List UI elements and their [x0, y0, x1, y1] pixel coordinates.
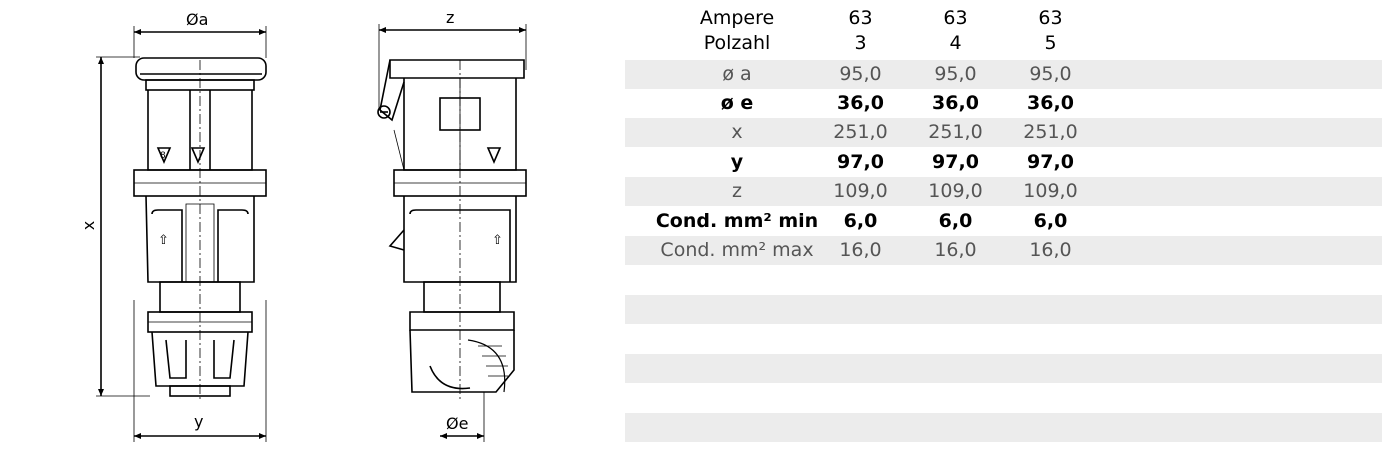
row-label: Cond. mm² min — [655, 210, 819, 232]
technical-drawing: 8 ⇧ — [0, 0, 620, 472]
row-value: 109,0 — [833, 180, 888, 202]
row-value: 109,0 — [928, 180, 983, 202]
svg-text:⇧: ⇧ — [492, 233, 503, 248]
side-lid — [389, 59, 525, 79]
table-header-polzahl: Polzahl 3 4 5 — [625, 29, 1382, 58]
row-value: 97,0 — [1027, 151, 1074, 173]
row-value: 6,0 — [843, 210, 878, 232]
table-header-ampere: Ampere 63 63 63 — [625, 4, 1382, 33]
dim-y-label: y — [194, 412, 204, 431]
row-label: ø e — [720, 92, 754, 114]
empty-row — [625, 413, 1382, 442]
row-value: 95,0 — [839, 63, 882, 85]
row-value: 16,0 — [839, 239, 882, 261]
row-value: 16,0 — [934, 239, 977, 261]
header-value: 3 — [854, 32, 867, 54]
table-row: z 109,0 109,0 109,0 — [625, 177, 1382, 206]
empty-row — [625, 295, 1382, 324]
header-value: 63 — [1038, 7, 1063, 29]
connector-drawing: 8 ⇧ — [96, 24, 527, 442]
row-value: 251,0 — [833, 121, 888, 143]
row-label: ø a — [722, 63, 752, 85]
row-label: Cond. mm² max — [660, 239, 814, 261]
row-value: 95,0 — [934, 63, 977, 85]
table-row: Cond. mm² max 16,0 16,0 16,0 — [625, 236, 1382, 265]
row-value: 16,0 — [1029, 239, 1072, 261]
row-value: 36,0 — [1027, 92, 1074, 114]
row-value: 97,0 — [932, 151, 979, 173]
row-value: 6,0 — [1033, 210, 1068, 232]
table-row: Cond. mm² min 6,0 6,0 6,0 — [625, 207, 1382, 236]
header-label: Ampere — [699, 7, 775, 29]
dim-z-label: z — [446, 8, 455, 27]
row-value: 6,0 — [938, 210, 973, 232]
row-value: 109,0 — [1023, 180, 1078, 202]
table-row: y 97,0 97,0 97,0 — [625, 148, 1382, 177]
table-row: ø e 36,0 36,0 36,0 — [625, 89, 1382, 118]
dim-a-label: Øa — [186, 10, 209, 29]
row-label: z — [732, 180, 742, 202]
row-value: 251,0 — [928, 121, 983, 143]
row-value: 36,0 — [932, 92, 979, 114]
table-row: ø a 95,0 95,0 95,0 — [625, 60, 1382, 89]
header-value: 63 — [943, 7, 968, 29]
header-label: Polzahl — [703, 32, 771, 54]
row-label: x — [731, 121, 743, 143]
row-value: 97,0 — [837, 151, 884, 173]
svg-text:8: 8 — [160, 151, 166, 161]
row-value: 251,0 — [1023, 121, 1078, 143]
row-value: 36,0 — [837, 92, 884, 114]
header-value: 4 — [949, 32, 962, 54]
row-value: 95,0 — [1029, 63, 1072, 85]
svg-text:⇧: ⇧ — [158, 233, 169, 248]
empty-row — [625, 354, 1382, 383]
row-label: y — [730, 151, 744, 173]
header-value: 63 — [848, 7, 873, 29]
header-value: 5 — [1044, 32, 1057, 54]
table-row: x 251,0 251,0 251,0 — [625, 118, 1382, 147]
dim-x-label: x — [79, 220, 99, 231]
front-cap — [135, 57, 267, 81]
dim-e-label: Øe — [446, 414, 469, 433]
